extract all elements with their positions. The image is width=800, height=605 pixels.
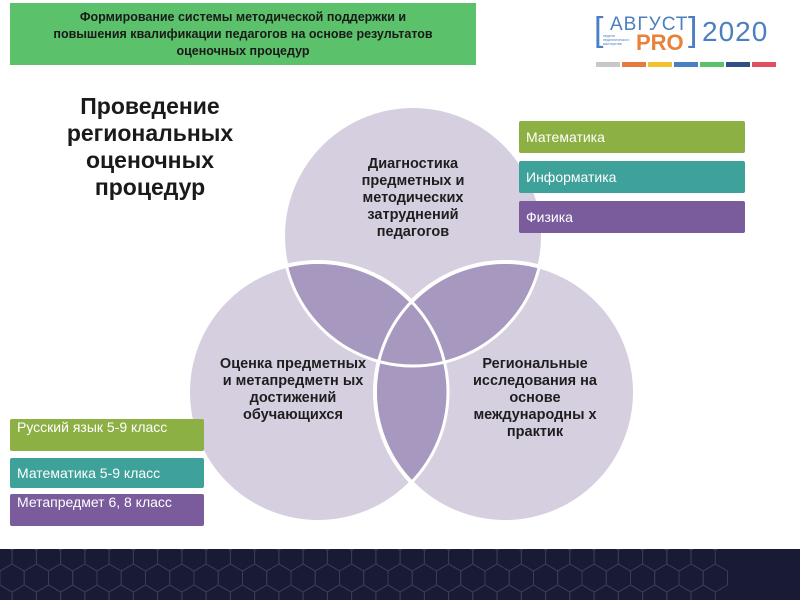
tag-left-2: Метапредмет 6, 8 класс <box>10 494 204 526</box>
tag-top-2-label: Физика <box>526 208 573 225</box>
tag-left-0: Русский язык 5-9 класс <box>10 419 204 451</box>
footer-band <box>0 521 800 605</box>
tag-left-2-label: Метапредмет 6, 8 класс <box>17 494 172 510</box>
circle-top-label: Диагностика предметных и методических за… <box>361 156 465 240</box>
avgust-pro-logo: [ АВГУСТ неделя педагогического мастерст… <box>594 11 794 55</box>
logo-stripe <box>726 62 750 67</box>
tag-top-1-label: Информатика <box>526 168 617 185</box>
logo-word: АВГУСТ <box>610 14 689 35</box>
circle-right-label: Региональные исследования на основе межд… <box>473 356 597 440</box>
tag-top-2: Физика <box>519 201 745 233</box>
overlap-top-right <box>377 264 543 366</box>
banner-title: Формирование системы методической поддер… <box>53 9 433 58</box>
overlap-top-left <box>283 264 446 366</box>
logo-stripe <box>648 62 672 67</box>
tag-left-1-label: Математика 5-9 класс <box>17 464 161 481</box>
logo-stripe <box>596 62 620 67</box>
tag-left-1: Математика 5-9 класс <box>10 458 204 488</box>
logo-color-stripes <box>596 62 776 67</box>
logo-bracket-left: [ <box>594 11 604 49</box>
logo-year: 2020 <box>702 16 769 47</box>
page-heading: Проведение региональных оценочных процед… <box>66 93 234 200</box>
logo-stripe <box>700 62 724 67</box>
logo-stripe <box>674 62 698 67</box>
circle-left-label: Оценка предметных и метапредметн ых дост… <box>219 356 367 423</box>
footer-hex-pattern <box>0 521 728 605</box>
logo-bracket-right: ] <box>688 11 698 49</box>
logo-stripe <box>752 62 776 67</box>
tag-top-1: Информатика <box>519 161 745 193</box>
logo-stripe <box>622 62 646 67</box>
logo-subtitle: неделя педагогического мастерства <box>603 34 630 46</box>
header-banner: Формирование системы методической поддер… <box>10 3 476 65</box>
tag-top-0: Математика <box>519 121 745 153</box>
tag-top-0-label: Математика <box>526 128 605 145</box>
logo-pro: PRO <box>636 30 684 55</box>
tag-left-0-label: Русский язык 5-9 класс <box>17 419 168 435</box>
